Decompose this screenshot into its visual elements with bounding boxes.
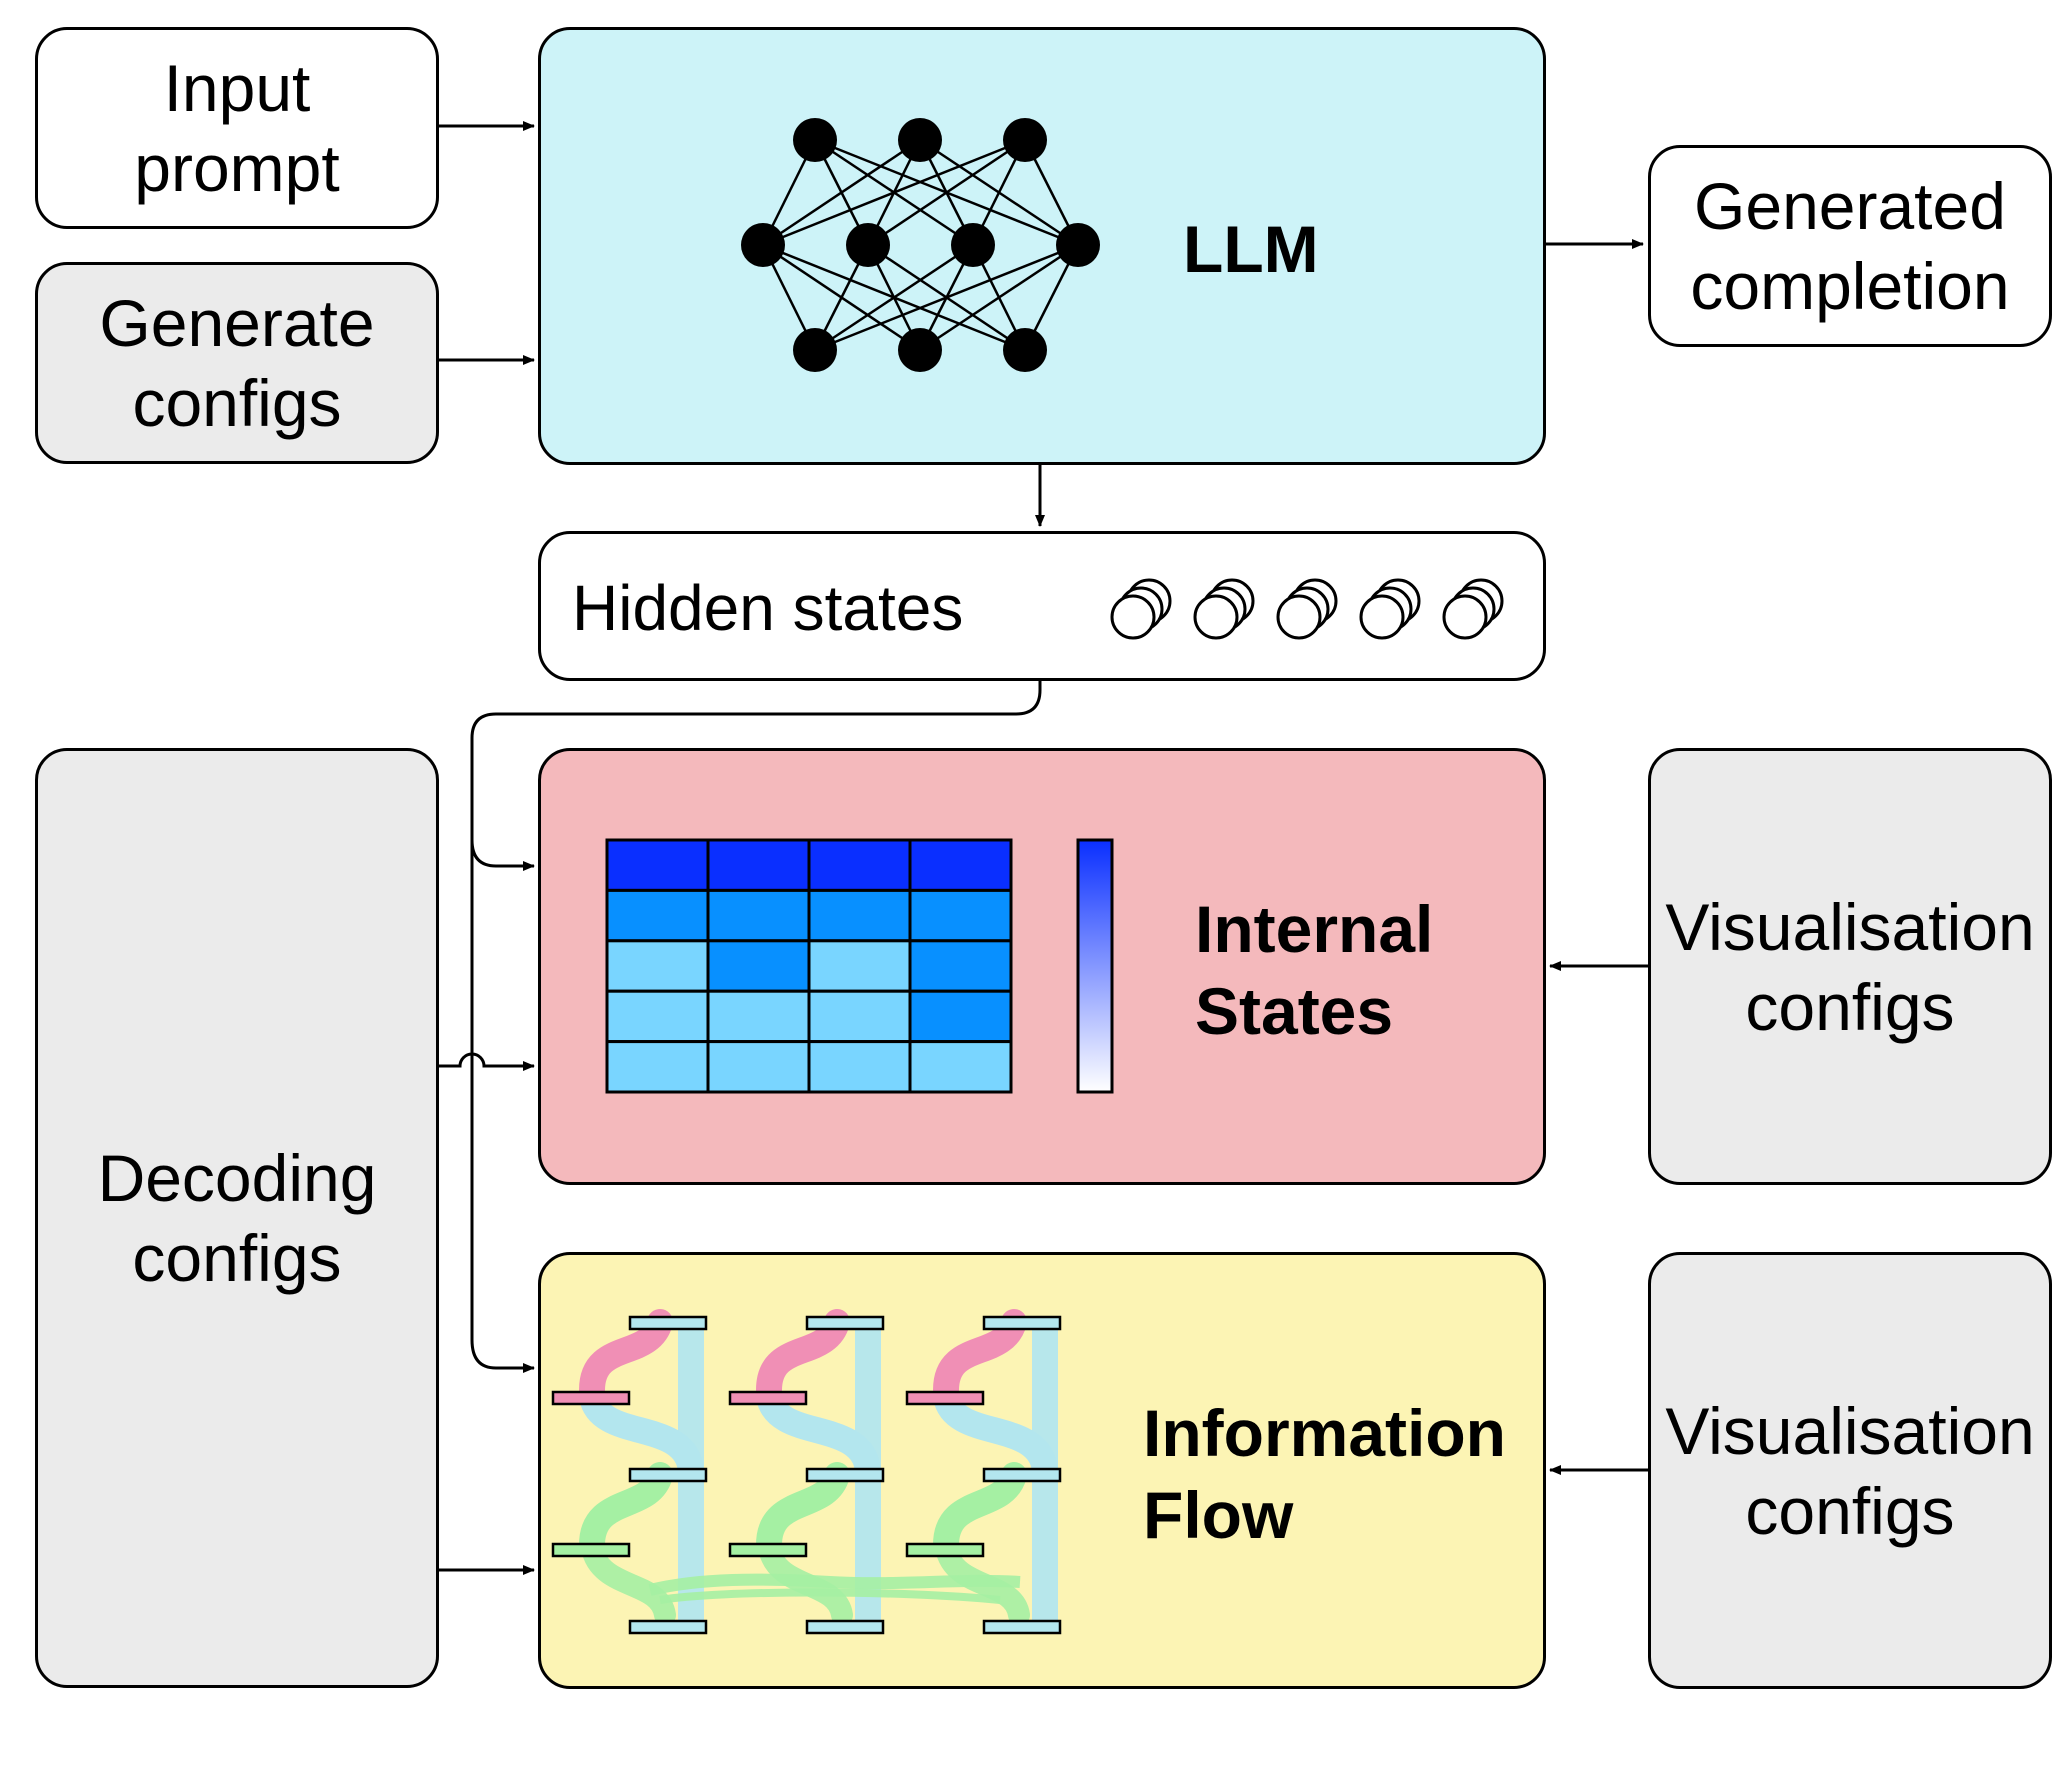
llm-box bbox=[538, 27, 1546, 465]
connector-hidden-states-to-modules bbox=[470, 681, 1042, 1340]
hidden-states-label: Hidden states bbox=[572, 572, 964, 644]
input-prompt-label: Input prompt bbox=[134, 51, 340, 205]
heatmap-icon bbox=[605, 838, 1013, 1094]
generated-completion-box: Generated completion bbox=[1648, 145, 2052, 347]
visualisation-configs-internal-label: Visualisation configs bbox=[1665, 889, 2035, 1044]
internal-states-label: Internal States bbox=[1195, 892, 1434, 1048]
information-flow-label: Information Flow bbox=[1143, 1396, 1506, 1552]
information-flow-icon bbox=[551, 1309, 1062, 1635]
generate-configs-label: Generate configs bbox=[99, 286, 375, 440]
colorbar-icon bbox=[1076, 838, 1114, 1094]
neural-network-icon bbox=[741, 118, 1100, 372]
visualisation-configs-flow-label: Visualisation configs bbox=[1665, 1393, 2035, 1548]
arrow-decoding-to-internal-states bbox=[439, 1052, 535, 1071]
arrow-to-internal-states-top bbox=[470, 839, 535, 871]
generate-configs-box: Generate configs bbox=[35, 262, 439, 464]
visualisation-configs-internal-box: Visualisation configs bbox=[1648, 748, 2052, 1185]
llm-label: LLM bbox=[1183, 212, 1319, 286]
decoding-configs-label: Decoding configs bbox=[97, 1141, 377, 1295]
generated-completion-label: Generated completion bbox=[1690, 169, 2010, 323]
decoding-configs-box: Decoding configs bbox=[35, 748, 439, 1688]
hidden-state-circles-icon bbox=[1110, 578, 1504, 640]
input-prompt-box: Input prompt bbox=[35, 27, 439, 229]
visualisation-configs-flow-box: Visualisation configs bbox=[1648, 1252, 2052, 1689]
arrow-to-information-flow-top bbox=[470, 1339, 535, 1373]
